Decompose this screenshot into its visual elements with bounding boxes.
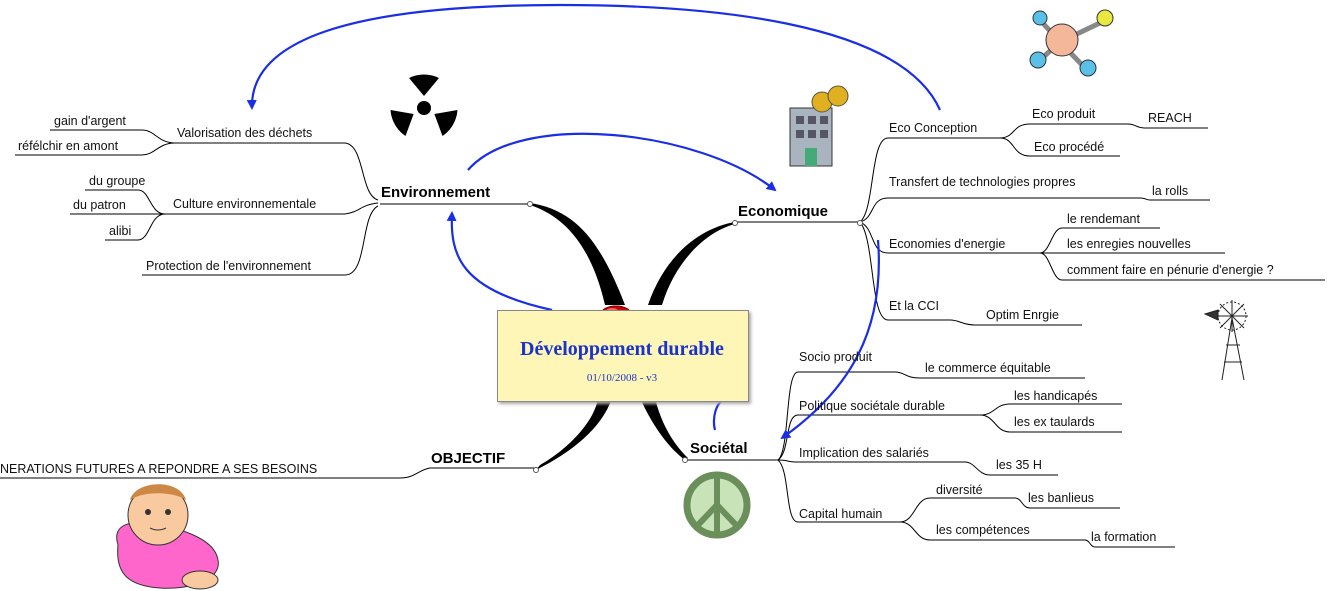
arrow-environnement-to-economique [467,132,777,192]
node-handicapes[interactable]: les handicapés [1014,389,1098,403]
node-alibi[interactable]: alibi [109,224,132,238]
connector-lines [0,123,1325,548]
building-coins-icon [789,85,849,167]
node-reach[interactable]: REACH [1148,111,1192,125]
node-capital[interactable]: Capital humain [799,507,883,521]
central-title: Développement durable [520,338,724,360]
node-35h[interactable]: les 35 H [996,458,1042,472]
node-protection[interactable]: Protection de l'environnement [146,259,311,273]
node-rolls[interactable]: la rolls [1152,184,1189,198]
node-banlieus[interactable]: les banlieus [1028,491,1095,505]
node-patron[interactable]: du patron [73,198,126,212]
node-implication[interactable]: Implication des salariés [799,446,929,460]
node-culture[interactable]: Culture environnementale [173,197,317,211]
arrow-center-to-societal [712,396,729,431]
node-gain[interactable]: gain d'argent [54,114,126,128]
node-rendemant[interactable]: le rendemant [1067,212,1140,226]
node-diversite[interactable]: diversité [936,483,983,497]
node-eco-produit[interactable]: Eco produit [1032,107,1096,121]
central-date: 01/10/2008 - v3 [586,372,658,384]
node-commerce[interactable]: le commerce équitable [925,361,1051,375]
baby-icon [116,484,219,590]
node-competences[interactable]: les compétences [936,523,1030,537]
molecule-icon [1029,9,1114,77]
branch-societal[interactable]: Sociétal [690,440,748,457]
node-economies[interactable]: Economies d'energie [889,237,1006,251]
arrow-economies-to-societal [780,239,880,440]
node-reflechir[interactable]: réfélchir en amont [18,139,119,153]
node-eco-procede[interactable]: Eco procédé [1034,140,1105,154]
node-optim[interactable]: Optim Enrgie [986,308,1059,322]
node-eco-conception[interactable]: Eco Conception [889,121,978,135]
node-socio-produit[interactable]: Socio produit [799,350,872,364]
node-nouvelles[interactable]: les enregies nouvelles [1067,237,1191,251]
node-penurie[interactable]: comment faire en pénurie d'energie ? [1067,263,1274,277]
arrow-center-to-environnement [446,211,553,312]
node-transfert[interactable]: Transfert de technologies propres [889,175,1076,189]
node-cci[interactable]: Et la CCI [889,299,940,313]
node-valorisation[interactable]: Valorisation des déchets [177,126,313,140]
connector-dots [527,201,863,473]
node-groupe[interactable]: du groupe [89,174,146,188]
peace-icon [683,471,751,539]
node-taulards[interactable]: les ex taulards [1014,415,1095,429]
windmill-icon [1203,300,1248,381]
branch-environnement[interactable]: Environnement [381,184,491,201]
node-formation[interactable]: la formation [1091,530,1157,544]
radiation-icon [390,74,458,136]
central-note [497,310,749,402]
branch-economique[interactable]: Economique [738,203,829,220]
main-branches [530,203,735,470]
branch-objectif[interactable]: OBJECTIF [431,450,506,467]
arrow-ecoconception-to-valorisation [246,3,942,111]
node-objectif-text[interactable]: NERATIONS FUTURES A REPONDRE A SES BESOI… [0,462,318,476]
node-politique[interactable]: Politique sociétale durable [799,399,945,413]
relation-arrows [246,3,942,440]
